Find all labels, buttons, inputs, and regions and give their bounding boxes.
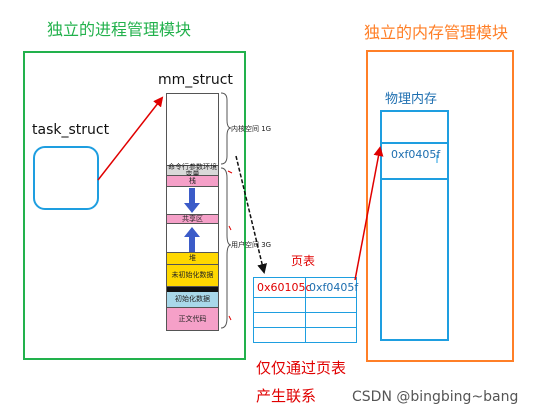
page-table-row [306,313,357,328]
memory-module-title: 独立的内存管理模块 [364,23,509,42]
segment-bss: 未初始化数据 [167,265,218,287]
segment-stack: 栈 [167,176,218,187]
mm-to-pagetable-arrow [235,155,267,274]
page-table-row [254,328,306,343]
segment-shared: 共享区 [167,214,218,224]
red-tick-mark [227,170,233,174]
task-struct-label: task_struct [32,122,110,138]
watermark: CSDN @bingbing~bang [352,389,519,405]
process-module-frame [23,51,246,360]
process-module-title: 独立的进程管理模块 [47,20,192,39]
page-table-row [306,298,357,313]
page-table-row [254,313,306,328]
pagetable-to-physical-arrow [354,146,384,281]
region-braces [220,92,232,329]
user-space-label: 用户空间 3G [231,241,272,249]
caption-line2: 产生联系 [256,387,317,405]
segment-data: 初始化数据 [167,292,218,308]
physical-memory-block: 0xf0405f [380,110,449,341]
segment-divider [167,287,218,292]
memory-module-frame [366,50,514,362]
stack-growth-arrow [184,188,200,213]
task-to-mm-arrow [97,96,164,181]
heap-growth-arrow [184,227,200,252]
task-struct-box [33,146,99,210]
page-table-virtual-addr: 0x60105c [254,278,312,298]
page-table-physical-addr: 0xf0405f [306,278,358,298]
mm-struct-label: mm_struct [158,72,233,88]
page-table: 0x60105c 0xf0405f [253,277,358,343]
red-tick-mark [228,225,232,231]
page-table-row [254,298,306,313]
segment-text: 正文代码 [167,308,218,330]
kernel-space-label: 内核空间 1G [231,125,272,133]
physical-memory-title: 物理内存 [385,92,438,107]
segment-cmdline-env: 命令行参数环境变量 [167,162,218,178]
physical-memory-page: 0xf0405f [380,142,449,180]
red-tick-mark [228,315,232,321]
page-table-title: 页表 [291,254,316,268]
segment-heap: 堆 [167,252,218,265]
caption-line1: 仅仅通过页表 [256,359,347,377]
address-space-column: 命令行参数环境变量 栈 共享区 堆 未初始化数据 初始化数据 正文代码 [166,93,219,331]
